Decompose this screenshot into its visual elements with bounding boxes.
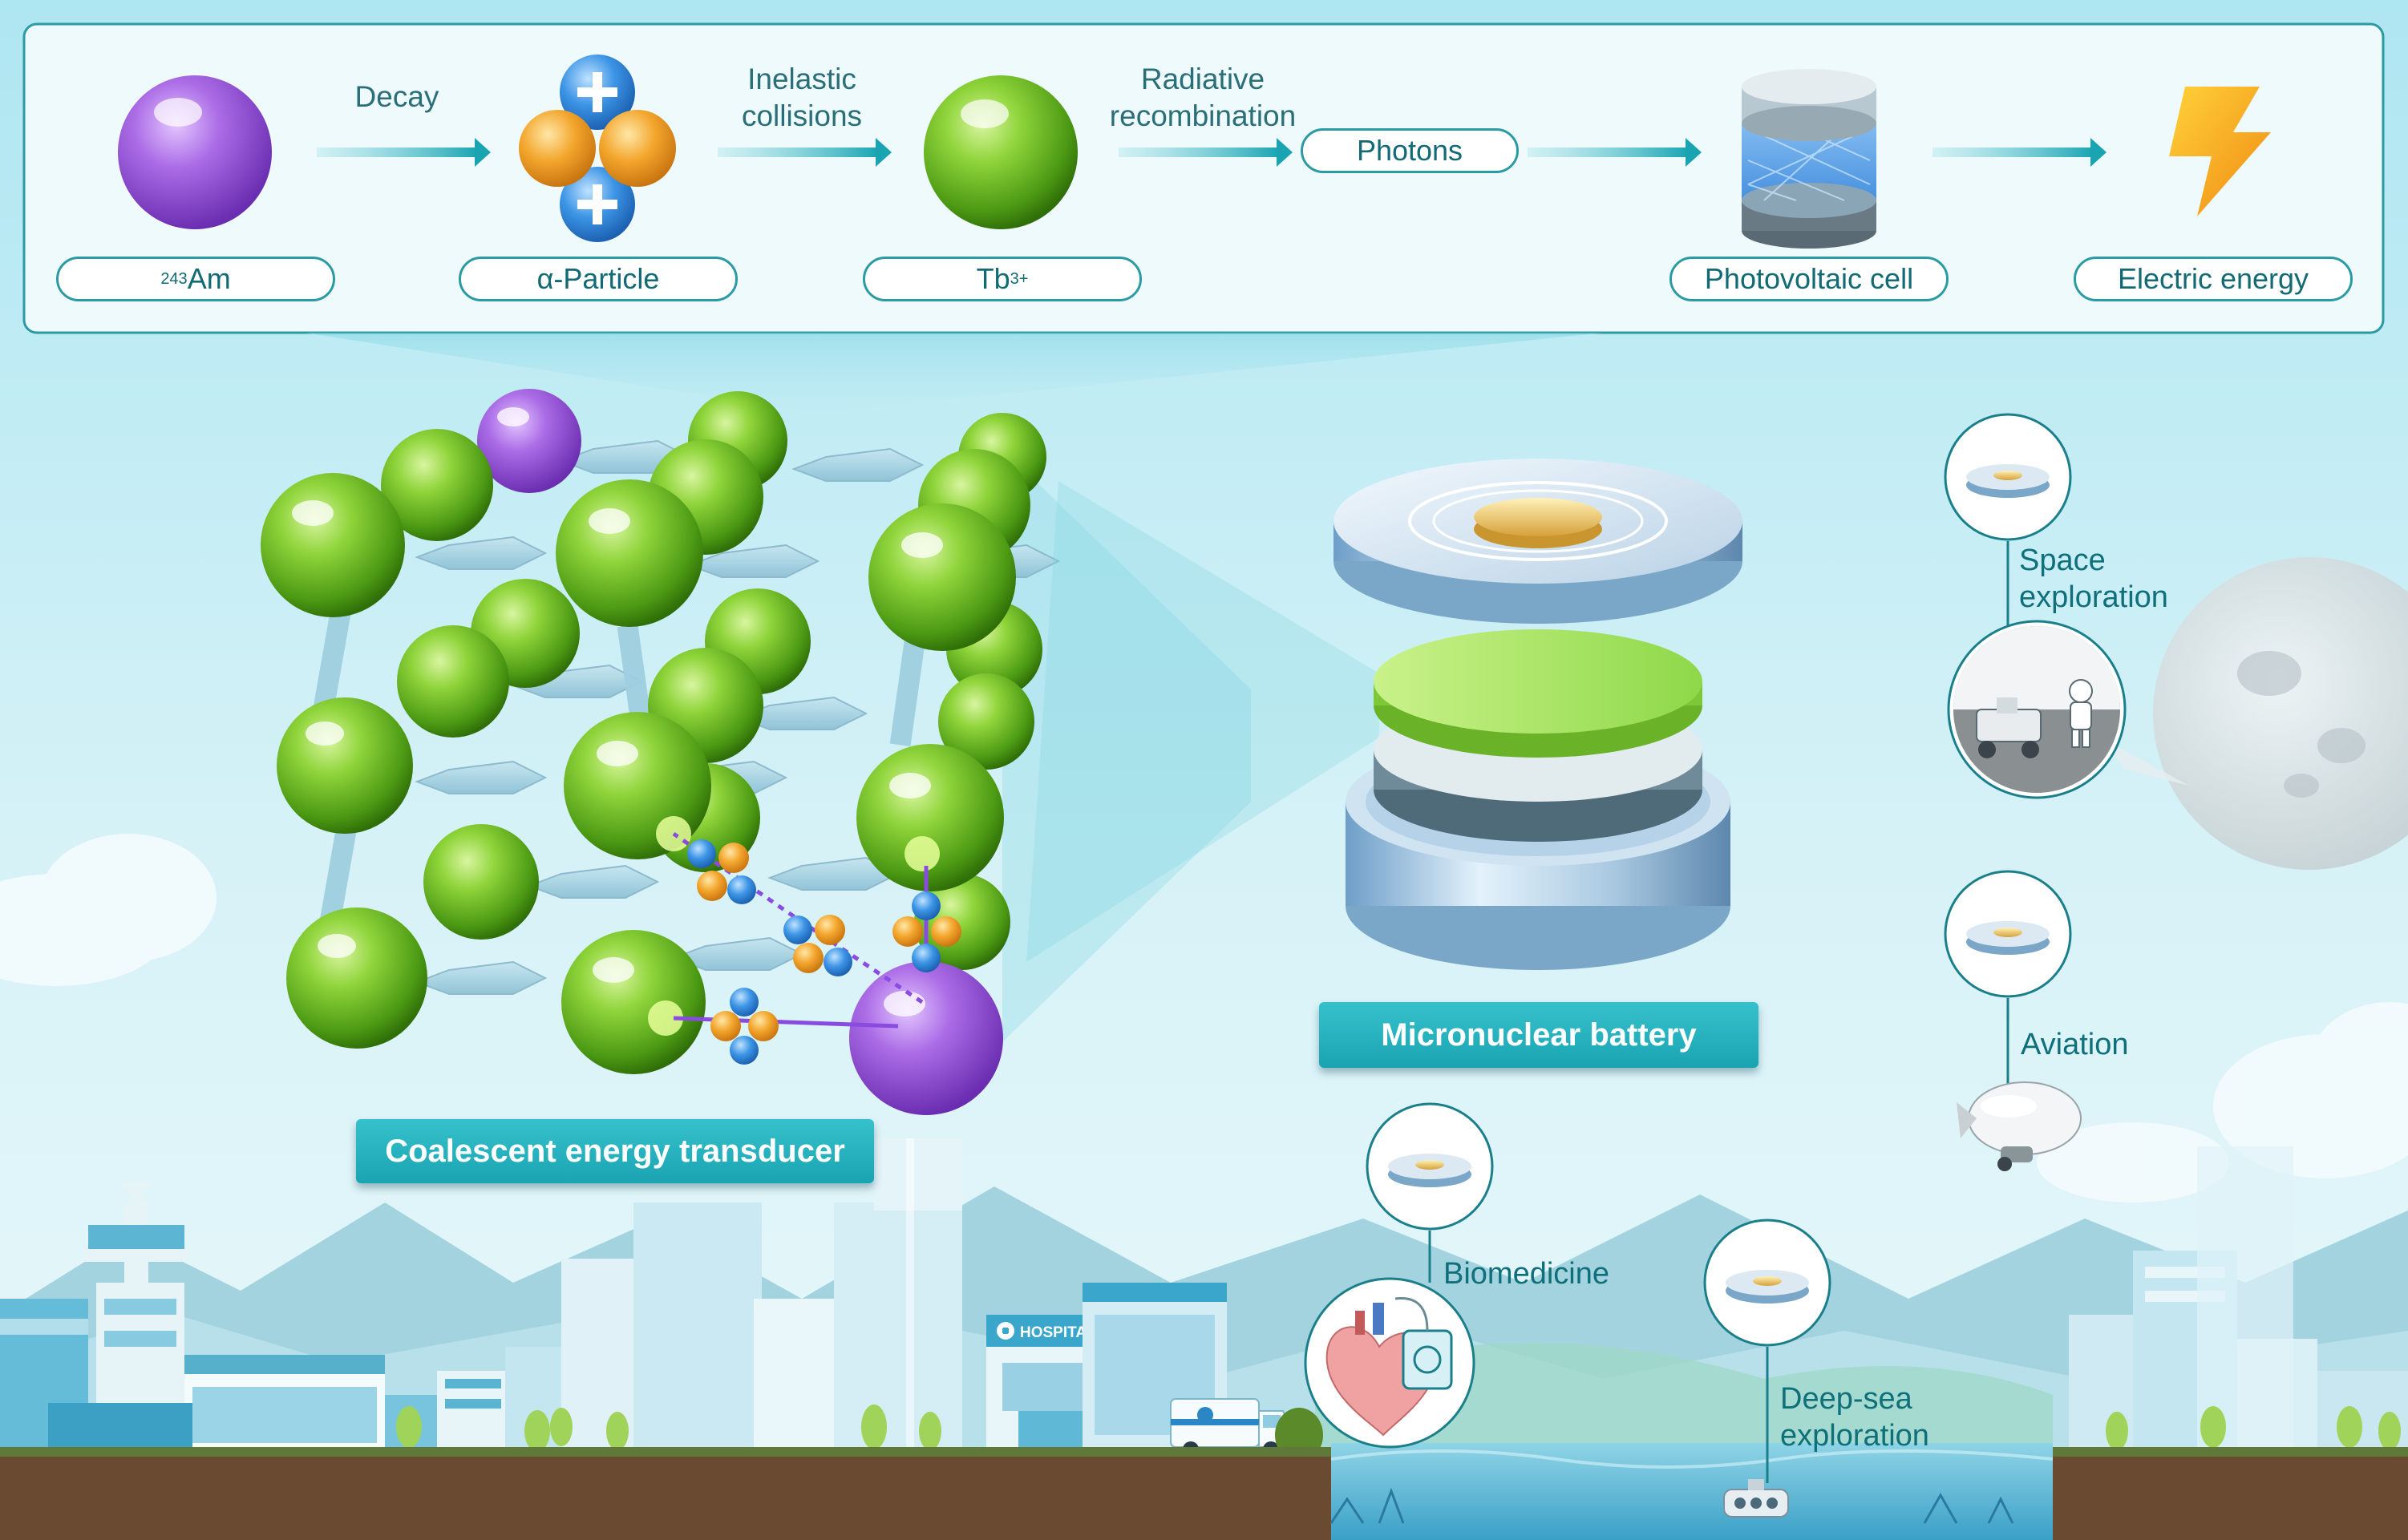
electric-energy-label: Electric energy bbox=[2074, 257, 2353, 301]
zoom-beam-battery bbox=[1026, 481, 1379, 962]
space-exploration-label: Space exploration bbox=[2019, 542, 2168, 616]
radiative-line1: Radiative bbox=[1140, 63, 1265, 95]
inelastic-collisions-label: Inelastic collisions bbox=[706, 61, 898, 135]
radiative-recombination-label: Radiative recombination bbox=[1099, 61, 1307, 135]
inelastic-line1: Inelastic bbox=[747, 63, 856, 95]
biomedicine-scene bbox=[1304, 1277, 1475, 1449]
rover-icon bbox=[1976, 697, 2042, 758]
deepsea-line1: Deep-sea bbox=[1780, 1382, 1912, 1416]
am-mass-number: 243 bbox=[160, 269, 188, 288]
deepsea-battery-badge bbox=[1703, 1219, 1831, 1347]
radiative-line2: recombination bbox=[1109, 99, 1297, 132]
battery-title: Micronuclear battery bbox=[1319, 1002, 1758, 1068]
tb-symbol: Tb bbox=[976, 262, 1010, 295]
transducer-title: Coalescent energy transducer bbox=[356, 1119, 874, 1183]
photovoltaic-cell-label: Photovoltaic cell bbox=[1669, 257, 1949, 301]
aviation-label: Aviation bbox=[2021, 1028, 2129, 1061]
space-line1: Space bbox=[2019, 544, 2106, 577]
city-right bbox=[2069, 1146, 2408, 1451]
airship-icon bbox=[1957, 1081, 2082, 1171]
am-symbol: Am bbox=[187, 262, 231, 295]
alpha-particle-label: α-Particle bbox=[459, 257, 738, 301]
alpha-particle-icon bbox=[519, 55, 676, 242]
submarine-icon bbox=[1723, 1479, 1789, 1518]
photovoltaic-cell-icon bbox=[1742, 69, 1876, 249]
hospital-sign: HOSPITAL bbox=[1020, 1324, 1096, 1341]
ground bbox=[0, 1443, 2408, 1540]
trees bbox=[396, 1405, 2401, 1452]
tb-charge: 3+ bbox=[1010, 269, 1029, 288]
am-sphere-icon bbox=[118, 75, 272, 229]
tb-sphere-icon bbox=[924, 75, 1078, 229]
decay-label: Decay bbox=[354, 80, 439, 113]
moon-icon bbox=[2153, 557, 2408, 870]
space-battery-badge bbox=[1944, 413, 2072, 541]
photons-label: Photons bbox=[1301, 128, 1519, 173]
transducer-lattice bbox=[261, 389, 1251, 1115]
clouds bbox=[0, 834, 2408, 1202]
deepsea-exploration-label: Deep-sea exploration bbox=[1780, 1380, 1929, 1454]
astronaut-icon bbox=[2069, 679, 2093, 748]
space-line2: exploration bbox=[2019, 580, 2168, 614]
lightning-bolt-icon bbox=[2169, 87, 2271, 216]
biomedicine-label: Biomedicine bbox=[1443, 1257, 1609, 1291]
deepsea-line2: exploration bbox=[1780, 1419, 1929, 1453]
inelastic-line2: collisions bbox=[741, 99, 863, 132]
zoom-beam-top bbox=[305, 333, 1604, 413]
flow-arrows bbox=[317, 138, 2106, 167]
space-scene bbox=[1947, 620, 2127, 799]
biomedicine-battery-badge bbox=[1366, 1102, 1494, 1231]
battery-stack bbox=[1334, 459, 1742, 970]
aviation-battery-badge bbox=[1944, 870, 2072, 998]
